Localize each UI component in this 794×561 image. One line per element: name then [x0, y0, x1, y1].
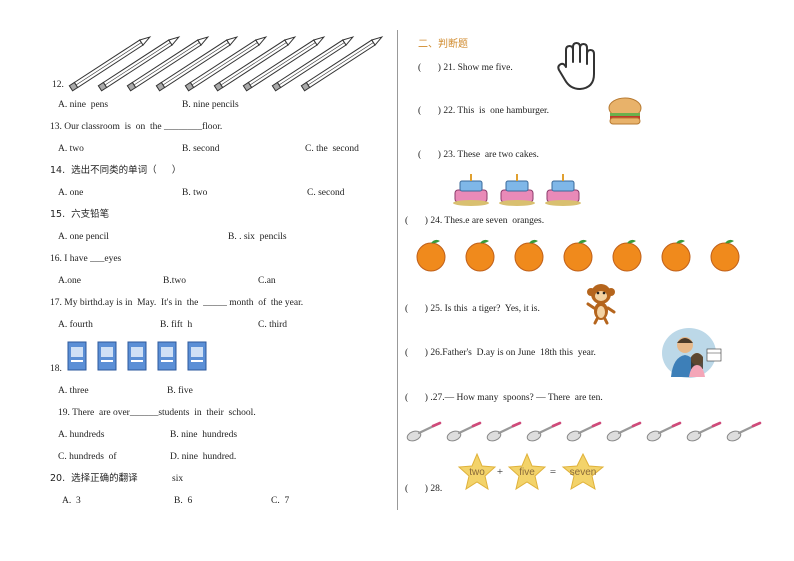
spoon-icon: [566, 421, 602, 442]
spoon-icon: [406, 421, 442, 442]
pencil-icon: [184, 36, 268, 92]
q14-option-c: C. second: [307, 188, 345, 198]
q19-option-d: D. nine hundred.: [170, 452, 237, 462]
q15-question: 15. 六支铅笔: [50, 209, 110, 220]
pencil-icon: [213, 36, 297, 92]
q13-question: 13. Our classroom is on the ________floo…: [50, 122, 223, 132]
q28-statement: ( ) 28.: [405, 484, 443, 494]
father-daughter-image: [662, 328, 722, 378]
section-title: 二、判断题: [418, 39, 468, 50]
q19-option-c: C. hundreds of: [58, 452, 117, 462]
q12-option-a: A. nine pens: [58, 100, 109, 110]
spoon-icon: [686, 421, 722, 442]
orange-icon: [612, 239, 642, 272]
q17-option-a: A. fourth: [58, 320, 93, 330]
oranges-image: [416, 239, 740, 272]
spoon-icon: [486, 421, 522, 442]
star-icon: [561, 452, 605, 491]
q17-option-b: B. fift h: [160, 320, 193, 330]
spoon-icon: [526, 421, 562, 442]
q16-option-a: A.one: [58, 276, 81, 286]
q24-statement: ( ) 24. Thes.e are seven oranges.: [405, 216, 545, 226]
hand-five-icon: [557, 42, 595, 90]
pencil-icon: [155, 36, 239, 92]
q14-option-a: A. one: [58, 188, 84, 198]
orange-icon: [416, 239, 446, 272]
q19-option-a: A. hundreds: [58, 430, 105, 440]
books-image: [67, 341, 207, 371]
cake-icon: [453, 174, 489, 206]
cake-icon: [499, 174, 535, 206]
spoon-icon: [646, 421, 682, 442]
book-icon: [157, 341, 177, 371]
q20-option-a: A. 3: [62, 496, 81, 506]
monkey-icon: [586, 284, 616, 325]
star-word-1: two: [469, 467, 485, 478]
q18-number: 18.: [50, 364, 62, 374]
q27-statement: ( ) .27.— How many spoons? — There are t…: [405, 393, 603, 403]
pencil-icon: [126, 36, 210, 92]
q19-question: 19. There are over______students in thei…: [58, 408, 256, 418]
orange-icon: [563, 239, 593, 272]
q15-option-b: B. . six pencils: [228, 232, 287, 242]
q16-option-b: B.two: [163, 276, 186, 286]
star-icon: [457, 452, 497, 491]
book-icon: [67, 341, 87, 371]
q13-option-a: A. two: [58, 144, 84, 154]
q20-option-c: C. 7: [271, 496, 290, 506]
q19-option-b: B. nine hundreds: [170, 430, 238, 440]
book-icon: [97, 341, 117, 371]
q21-statement: ( ) 21. Show me five.: [418, 63, 513, 73]
q13-option-b: B. second: [182, 144, 220, 154]
hamburger-icon: [608, 97, 642, 125]
pencil-icon: [242, 36, 326, 92]
q17-option-c: C. third: [258, 320, 288, 330]
q17-question: 17. My birthd.ay is in May. It's in the …: [50, 298, 304, 308]
cake-icon: [545, 174, 581, 206]
pencil-icon: [97, 36, 181, 92]
pencil-icon: [271, 36, 355, 92]
pencil-icon: [68, 36, 152, 92]
q16-question: 16. I have ___eyes: [50, 254, 122, 264]
cakes-image: [453, 174, 581, 206]
q12-option-b: B. nine pencils: [182, 100, 239, 110]
orange-icon: [661, 239, 691, 272]
q18-option-b: B. five: [167, 386, 193, 396]
q13-option-c: C. the second: [305, 144, 359, 154]
spoons-image: [406, 421, 762, 442]
orange-icon: [514, 239, 544, 272]
q12-number: 12.: [52, 80, 64, 90]
q16-option-c: C.an: [258, 276, 276, 286]
pencils-image: [68, 36, 384, 92]
q23-statement: ( ) 23. These are two cakes.: [418, 150, 539, 160]
plus-sign: +: [497, 466, 503, 478]
q25-statement: ( ) 25. Is this a tiger? Yes, it is.: [405, 304, 540, 314]
q26-statement: ( ) 26.Father's D.ay is on June 18th thi…: [405, 348, 596, 358]
q20-question: 20. 选择正确的翻译: [50, 473, 138, 484]
q18-option-a: A. three: [58, 386, 89, 396]
book-icon: [127, 341, 147, 371]
star-word-2: five: [519, 467, 535, 478]
q14-option-b: B. two: [182, 188, 208, 198]
orange-icon: [710, 239, 740, 272]
star-icon: [507, 452, 547, 491]
q22-statement: ( ) 22. This is one hamburger.: [418, 106, 550, 116]
star-equation: two + five = seven: [457, 452, 605, 491]
pencil-icon: [300, 36, 384, 92]
q20-option-b: B. 6: [174, 496, 193, 506]
spoon-icon: [606, 421, 642, 442]
spoon-icon: [446, 421, 482, 442]
equals-sign: =: [550, 466, 556, 478]
q14-question: 14. 选出不同类的单词（ ）: [50, 165, 182, 176]
orange-icon: [465, 239, 495, 272]
column-divider: [397, 30, 398, 510]
star-word-3: seven: [570, 467, 597, 478]
q20-word: six: [172, 474, 184, 484]
q15-option-a: A. one pencil: [58, 232, 109, 242]
book-icon: [187, 341, 207, 371]
spoon-icon: [726, 421, 762, 442]
